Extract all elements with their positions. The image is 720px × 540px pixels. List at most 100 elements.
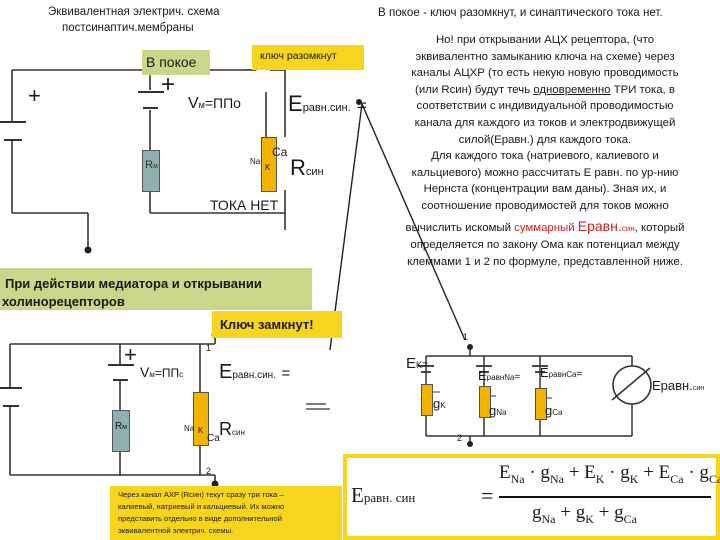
right-line-14: клеммами 1 и 2 по формуле, представленно… <box>407 255 683 268</box>
bottom-ca-label: Ca <box>207 433 220 444</box>
ek-sub: K <box>416 360 423 370</box>
mediator-line2: холинорецепторов <box>2 294 125 309</box>
top-vm-sub: м <box>198 100 205 110</box>
num-e-k: + E <box>563 462 596 483</box>
switch-closed-label: Ключ замкнут! <box>220 317 314 332</box>
den-g-k-sub: K <box>585 511 594 526</box>
switch-open-label: ключ разомкнут <box>260 50 337 62</box>
top-rm-text: Rм <box>145 159 158 171</box>
note-line-1: Через канал АХР (Rсин) текут сразу три т… <box>118 490 284 499</box>
top-rsyn-sub: син <box>305 166 324 178</box>
bottom-rsyn-r: R <box>219 419 232 439</box>
top-e-label: Eравн.син. = <box>288 91 367 117</box>
num-e-na-sub: Na <box>510 471 525 486</box>
top-ca-label: Ca <box>272 145 288 159</box>
right-line-2: эквивалентно замыканию ключа на схеме) ч… <box>415 50 675 63</box>
right-line-4: (или Rсин) будут течь одновременно ТРИ т… <box>370 82 720 99</box>
bottom-vm-sub: м <box>149 370 155 379</box>
top-battery-mid <box>138 91 164 109</box>
formula-lhs-sub: равн. син <box>363 490 416 505</box>
gca-resistor <box>535 388 547 420</box>
den-g-ca-sub: Ca <box>623 511 637 526</box>
right-line-6: канала для каждого из токов и электродви… <box>414 116 676 129</box>
right-terminal-2-dot <box>467 441 473 447</box>
voltmeter-symbol <box>611 365 652 405</box>
top-e: E <box>288 91 303 116</box>
right-circuit-wires <box>425 347 633 444</box>
right-line-1: Но! при открывании АЦХ рецептора, (что <box>435 34 655 46</box>
note-box: Через канал АХР (Rсин) текут сразу три т… <box>110 486 342 540</box>
right-line-4-underline: одновременно <box>533 83 611 96</box>
bottom-e-equals: = <box>281 365 291 382</box>
num-g-ca-sub: Ca <box>708 471 720 486</box>
bottom-rm-sub: м <box>122 424 128 431</box>
den-g-k: + g <box>555 502 586 523</box>
formula-lhs: Eравн. син <box>351 483 415 508</box>
top-terminal-dot <box>84 246 92 254</box>
switch-closed-box: Ключ замкнут! <box>212 311 342 338</box>
num-g-na-sub: Na <box>549 471 564 486</box>
bottom-battery-mid <box>108 364 134 381</box>
formula-fraction-bar <box>499 496 711 498</box>
top-e-sub: равн.син. <box>302 102 351 114</box>
bottom-rm-r: R <box>115 421 123 432</box>
top-rsyn-label: Rсин <box>290 155 324 181</box>
bottom-e-label: Eравн.син. = <box>219 361 290 384</box>
top-plus-left: + <box>28 83 41 108</box>
right-heading: В покое - ключ разомкнут, и синаптическо… <box>378 6 663 19</box>
num-e-ca-sub: Ca <box>670 471 684 486</box>
bottom-vm-v: V <box>140 364 150 380</box>
eca-sub: равнCa <box>548 370 577 379</box>
gk-resistor <box>421 384 433 416</box>
bottom-terminal-2-dot <box>211 480 219 488</box>
right-paragraph: Но! при открывании АЦХ рецептора, (что э… <box>370 32 720 270</box>
right-line-12-red-sub: син <box>621 223 635 233</box>
bottom-vm-value-sub: с <box>179 370 184 379</box>
top-vm-label: Vм=ППо <box>188 95 241 113</box>
top-title-line2: постсинаптич.мембраны <box>62 22 194 34</box>
gk-sub: K <box>440 401 446 410</box>
rest-label-box: В покое <box>142 50 210 75</box>
right-terminal-1: 1 <box>463 332 469 342</box>
mediator-line1: При действии медиатора и открывании <box>5 276 262 291</box>
top-vm-v: V <box>188 95 199 112</box>
right-line-4a: (или Rсин) будут течь <box>415 83 531 96</box>
formula-denominator: gNa + gK + gCa <box>532 502 637 527</box>
right-line-5: соответствии с индивидуальной проводимос… <box>416 100 674 113</box>
gk-g: g <box>433 396 441 411</box>
top-resistor-rm: Rм <box>142 150 160 192</box>
bottom-terminal-2: 2 <box>206 466 212 476</box>
den-g-na-sub: Na <box>541 511 556 526</box>
bottom-vm-value: =ПП <box>154 366 180 380</box>
gna-resistor <box>479 386 491 418</box>
bottom-circuit-wires <box>9 335 216 484</box>
right-terminal-1-dot <box>467 344 473 350</box>
num-e-na: E <box>499 462 511 483</box>
eca-eq: = <box>576 369 583 380</box>
bottom-k-label: K <box>198 426 204 435</box>
top-title-line1: Эквивалентная электрич. схема <box>48 6 220 18</box>
gk-label: gK <box>433 396 446 411</box>
bottom-rsyn-label: Rсин <box>219 419 245 440</box>
right-line-12b: , который <box>634 221 685 234</box>
num-g-na: · g <box>524 462 550 483</box>
pointer-dot <box>356 99 362 105</box>
right-line-12-red2: Eравн. <box>577 217 622 234</box>
right-line-8: Для каждого тока (натриевого, калиевого … <box>431 150 659 163</box>
right-line-12-red1: суммарный <box>514 221 575 234</box>
top-vm-value: =ППо <box>204 95 241 111</box>
bottom-resistor-rm: Rм <box>112 410 130 452</box>
formula-eq: = <box>481 483 494 508</box>
right-line-11: соотношение проводимостей для токов можн… <box>421 199 669 212</box>
ena-e: E <box>478 368 487 383</box>
gna-sub: Na <box>496 408 507 417</box>
bottom-rsyn-sub: син <box>232 428 245 437</box>
bottom-terminal-1: 1 <box>206 343 212 353</box>
bottom-e: E <box>219 361 233 383</box>
gca-label: gCa <box>545 403 562 418</box>
bottom-channel-resistor <box>193 392 209 446</box>
top-na-label: Na <box>250 157 261 166</box>
pointer-arrows <box>329 103 466 351</box>
note-line-2: калиевый, натриевый и кальциевый. Их мож… <box>118 502 285 511</box>
note-line-3: представить отдельно в виде дополнительн… <box>118 514 282 523</box>
